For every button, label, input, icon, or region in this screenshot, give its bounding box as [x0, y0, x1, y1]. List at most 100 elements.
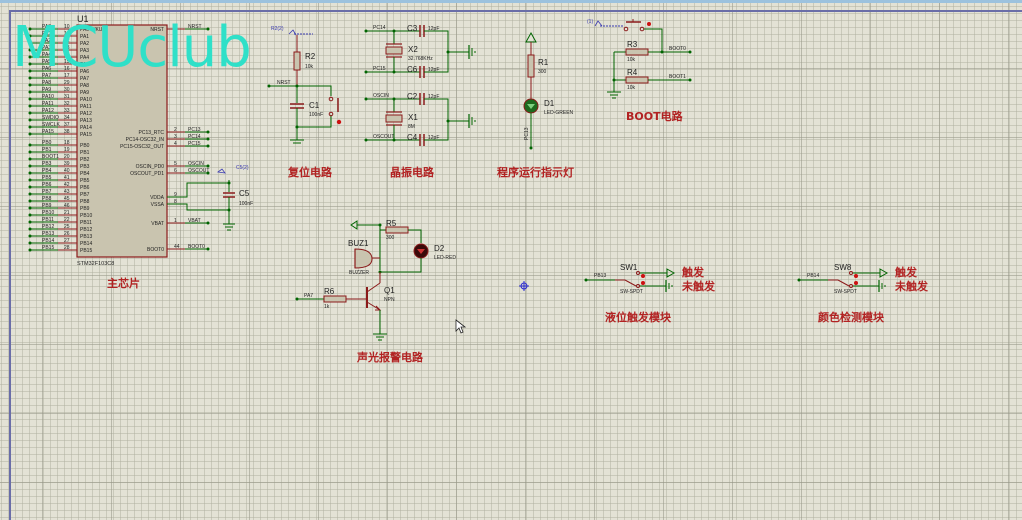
alarm-circuit[interactable]: R5 300 D2 LED-RED BUZ1 BUZZER Q1 NPN PA7… [295, 219, 457, 341]
boot1-net-label: BOOT1 [669, 74, 686, 80]
pin-net-label: SWCLK [42, 122, 60, 128]
pin-net-label: BOOT0 [188, 244, 205, 250]
pin-net-label: PC15 [188, 141, 201, 147]
color-switch-module[interactable]: PB14 SW8 SW-SPDT [797, 263, 889, 295]
mcu-body[interactable] [76, 24, 168, 258]
pin-name: PA9 [80, 90, 89, 96]
c1-ref: C1 [309, 101, 320, 110]
pin-number: 16 [64, 66, 70, 72]
sw1-value: SW-SPDT [620, 289, 643, 295]
r6-resistor[interactable] [323, 295, 347, 303]
pin-number: 44 [174, 244, 180, 250]
pin-net-label: PB11 [42, 217, 54, 223]
reset-circuit[interactable]: R2(2) R2 10k NRST C1 100nF [267, 26, 342, 144]
pin-net-label: VBAT [188, 218, 201, 224]
pin-number: 15 [64, 59, 70, 65]
level-switch-module[interactable]: PB13 SW1 SW-SPDT [584, 263, 676, 295]
c5-cap[interactable]: C5 100nF C5(2) [167, 165, 253, 231]
r3-resistor[interactable] [625, 48, 649, 56]
pa7-net-label: PA7 [304, 293, 313, 299]
sw8-value: SW-SPDT [834, 289, 857, 295]
c4-ref: C4 [407, 133, 418, 142]
pin-net-label: PA1 [42, 31, 51, 37]
pin-net-label: PA2 [42, 38, 51, 44]
x1-crystal[interactable] [385, 114, 403, 123]
pin-name: PB2 [80, 157, 90, 163]
sw1-switch[interactable] [624, 279, 637, 287]
pin-name: PB6 [80, 185, 90, 191]
pb14-net-label: PB14 [807, 273, 819, 279]
pin-number: 33 [64, 108, 70, 114]
indicator-circuit[interactable]: R1 300 D1 LED-GREEN PC13 [523, 31, 574, 150]
r4-resistor[interactable] [625, 76, 649, 84]
boot-circuit[interactable]: (1) R3 10k BOOT0 R4 10k BOOT1 [587, 19, 692, 99]
pin-number: 5 [174, 161, 177, 167]
watermark-text: MCUclub [12, 15, 252, 80]
pin-net-label: PB10 [42, 210, 54, 216]
pin-net-label: PA5 [42, 59, 51, 65]
r2-resistor[interactable] [293, 51, 301, 71]
x1-value: 8M [408, 124, 415, 130]
pin-net-label: PA11 [42, 101, 54, 107]
x2-crystal[interactable] [385, 46, 403, 55]
pin-net-label: PB5 [42, 175, 52, 181]
pin-net-label: SWDIO [42, 115, 59, 121]
x2-net-top: PC14 [373, 25, 386, 31]
pin-name: PA5 [80, 62, 89, 68]
pin-net-label: PA4 [42, 52, 51, 58]
origin-marker-icon [519, 281, 529, 291]
boot-probe: (1) [587, 19, 593, 25]
pin-net-label: PB14 [42, 238, 54, 244]
buzzer[interactable] [354, 248, 373, 269]
r1-resistor[interactable] [527, 54, 535, 78]
sw8-switch[interactable] [837, 279, 850, 287]
r6-ref: R6 [324, 287, 335, 296]
schematic-canvas[interactable] [0, 3, 1022, 520]
pin-net-label: PB3 [42, 161, 52, 167]
crystal-circuit[interactable]: PC14 PC15 X2 32.768KHz C3 12pF C6 12pF O… [364, 24, 476, 146]
pin-net-label: PB12 [42, 224, 54, 230]
